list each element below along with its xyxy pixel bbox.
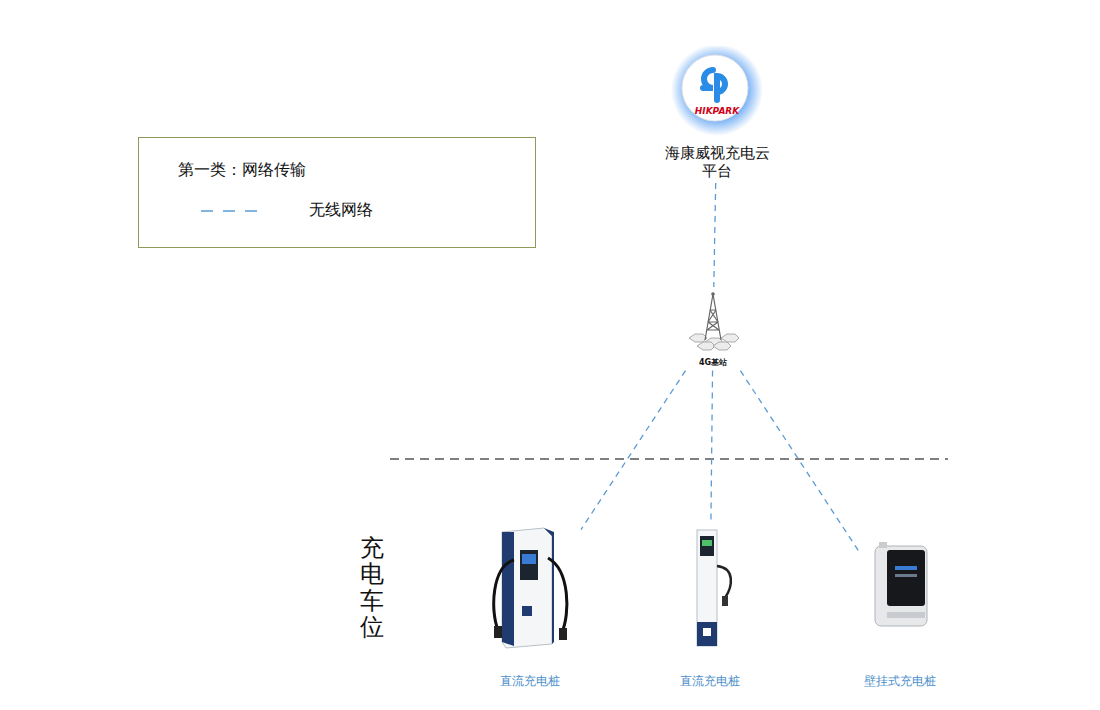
base-station: 4G基站 bbox=[681, 290, 745, 368]
charger: 直流充电桩 bbox=[675, 526, 745, 688]
wireless-link bbox=[711, 371, 713, 523]
cloud-platform: HIKPARK 海康威视充电云 平台 bbox=[661, 46, 773, 180]
node-label: 海康威视充电云 平台 bbox=[661, 144, 773, 180]
parking-label: 充电车位 bbox=[360, 535, 384, 641]
node-label: 4G基站 bbox=[699, 358, 727, 368]
icon-frame: HIKPARK bbox=[669, 46, 765, 138]
legend-line-sample bbox=[199, 206, 269, 216]
cloud-logo bbox=[669, 46, 765, 138]
wireless-link bbox=[714, 183, 716, 287]
wireless-link bbox=[581, 371, 686, 530]
legend-box: 无线网络 bbox=[138, 137, 536, 248]
separator-line bbox=[390, 458, 948, 460]
charger: 直流充电桩 bbox=[482, 526, 578, 688]
charger: 壁挂式充电桩 bbox=[864, 540, 936, 688]
wall-charger-icon bbox=[865, 540, 935, 632]
icon-frame bbox=[675, 526, 745, 650]
wireless-link bbox=[740, 371, 861, 555]
icon-frame bbox=[865, 540, 935, 632]
node-label: 壁挂式充电桩 bbox=[864, 674, 936, 688]
legend-text: 无线网络 bbox=[309, 200, 373, 221]
legend-heading: 第一类：网络传输 bbox=[178, 160, 306, 181]
legend-entry: 无线网络 bbox=[199, 200, 373, 221]
dc-charger-icon bbox=[675, 526, 745, 650]
node-label: 直流充电桩 bbox=[680, 674, 740, 688]
dc-charger-icon bbox=[482, 526, 578, 650]
node-label: 直流充电桩 bbox=[500, 674, 560, 688]
base-station-icon bbox=[681, 290, 745, 354]
icon-frame bbox=[681, 290, 745, 354]
icon-frame bbox=[482, 526, 578, 650]
logo-text: HIKPARK bbox=[669, 106, 765, 117]
